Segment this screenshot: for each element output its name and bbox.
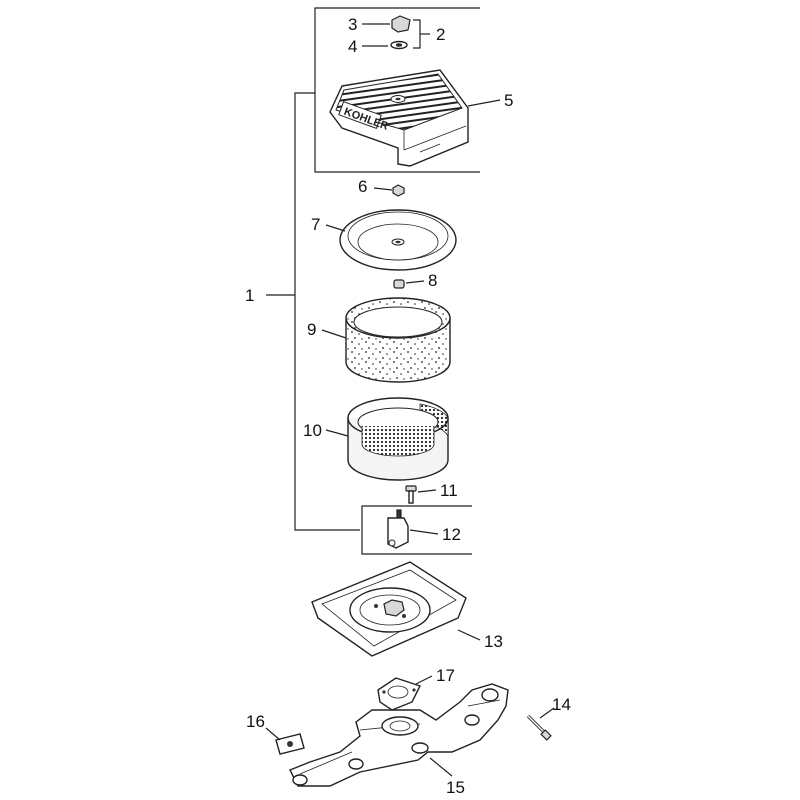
part-8-spacer: 8 xyxy=(393,271,437,290)
callout-16: 16 xyxy=(246,712,265,731)
callout-13: 13 xyxy=(484,632,503,651)
callout-8: 8 xyxy=(428,271,437,290)
callout-3: 3 xyxy=(348,15,357,34)
callout-4: 4 xyxy=(348,37,357,56)
callout-9: 9 xyxy=(307,320,316,339)
part-14-long-bolt: 14 xyxy=(526,695,571,741)
assembly-bracket: 1 xyxy=(245,92,360,531)
part-9-precleaner: 9 xyxy=(307,297,451,383)
callout-15: 15 xyxy=(446,778,465,797)
part-10-filter-element: 10 xyxy=(303,397,449,481)
callout-1: 1 xyxy=(245,286,254,305)
part-15-intake-manifold: 15 xyxy=(289,683,509,797)
part-7-cover-plate: 7 xyxy=(311,209,457,271)
callout-2: 2 xyxy=(436,25,445,44)
callout-6: 6 xyxy=(358,177,367,196)
part-11-bolt: 11 xyxy=(405,481,458,504)
cover-kit-box xyxy=(314,7,480,173)
part-6-nut: 6 xyxy=(358,177,405,197)
part-2-bracket: 2 xyxy=(413,19,445,49)
part-17-gasket: 17 xyxy=(377,666,455,711)
callout-17: 17 xyxy=(436,666,455,685)
part-13-base-plate: 13 xyxy=(311,561,503,657)
bracket-kit-box xyxy=(361,505,472,555)
part-16-small-gasket: 16 xyxy=(246,712,305,755)
part-4-washer: 4 xyxy=(348,37,408,56)
callout-12: 12 xyxy=(442,525,461,544)
part-12-bracket: 12 xyxy=(387,509,461,549)
part-3-wing-nut: 3 xyxy=(348,15,411,34)
callout-10: 10 xyxy=(303,421,322,440)
callout-5: 5 xyxy=(504,91,513,110)
callout-11: 11 xyxy=(440,481,458,500)
callout-7: 7 xyxy=(311,215,320,234)
callout-14: 14 xyxy=(552,695,571,714)
part-5-air-cleaner-cover: KOHLER 5 xyxy=(329,69,513,167)
